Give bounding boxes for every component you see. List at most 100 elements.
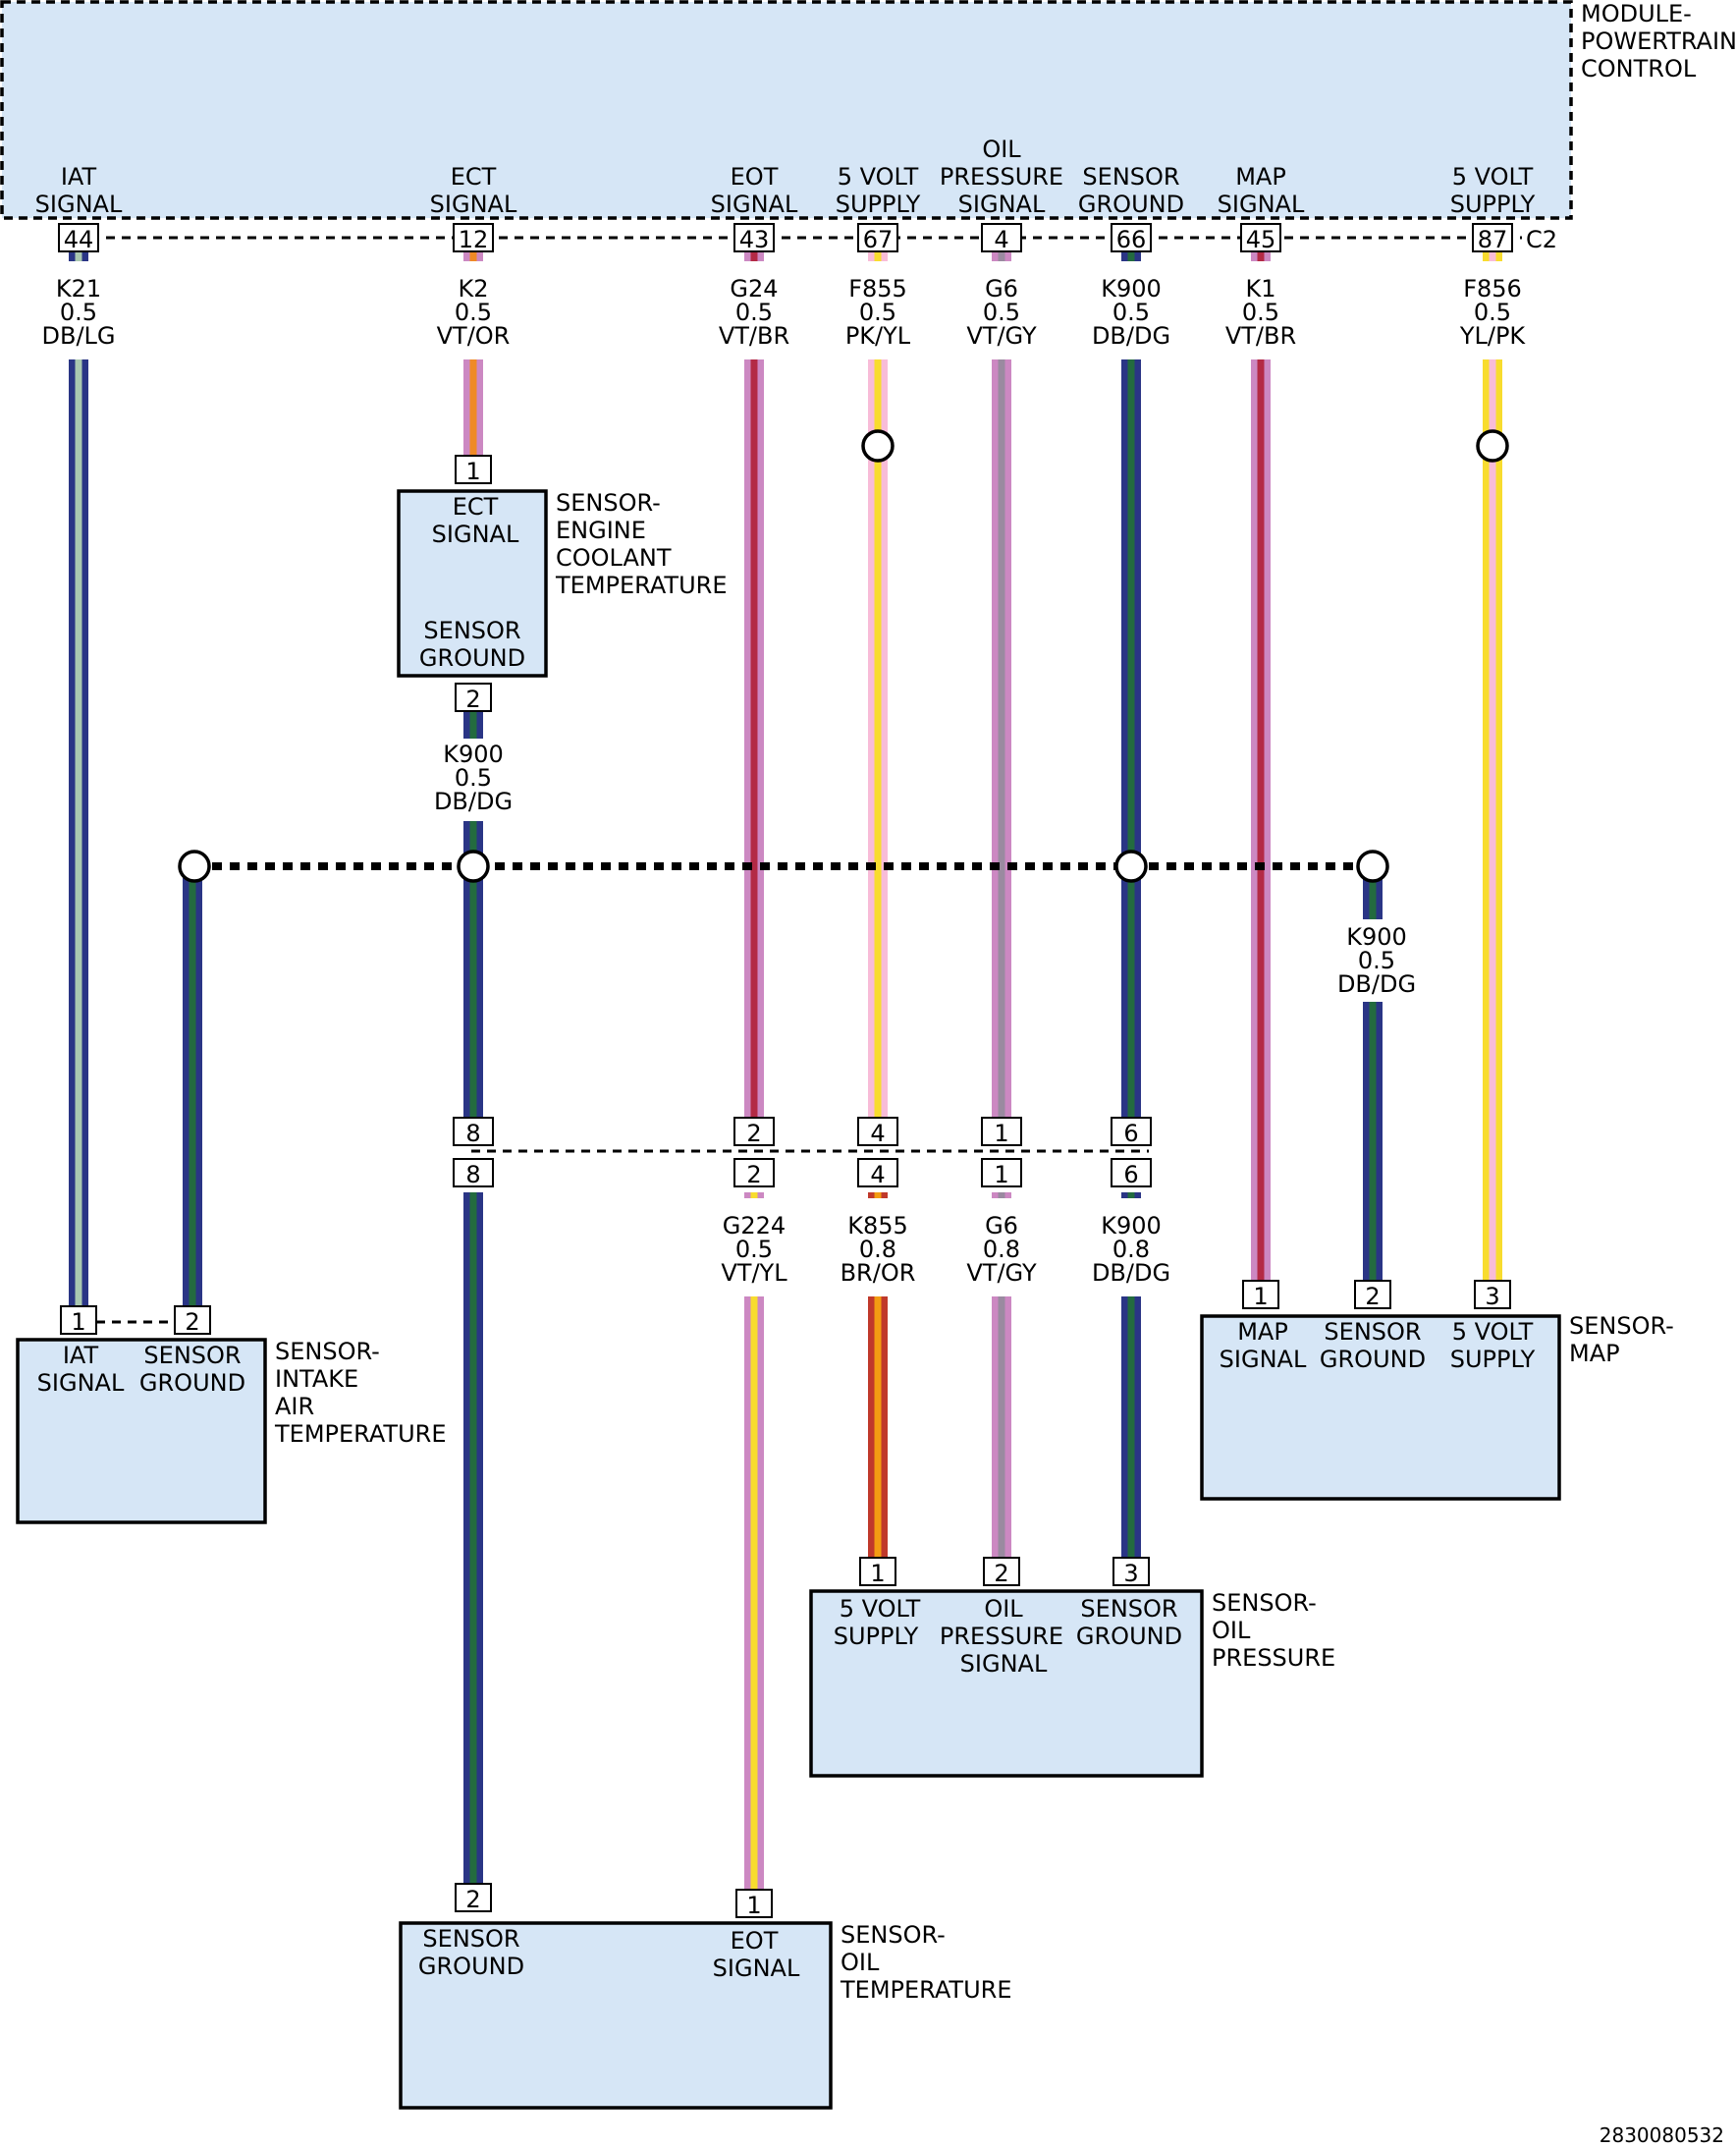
iat-terminal-signal: SIGNAL (37, 1369, 125, 1397)
map-sensor-name: MAP (1569, 1340, 1620, 1367)
pcm-pin-box (453, 223, 494, 252)
wire-color: DB/DG (434, 788, 513, 815)
label-gap (695, 1198, 813, 1296)
map-terminal-signal: SIGNAL (1220, 1346, 1307, 1373)
ect-sensor-name: ENGINE (556, 517, 646, 544)
diagram-id: 2830080532 (1600, 2123, 1724, 2147)
pcm-pin-number: 4 (994, 226, 1008, 253)
map-sensor[interactable]: 1 2 3 MAP SIGNAL SENSOR GROUND 5 VOLT SU… (1200, 1280, 1674, 1501)
iat-pin-2-box (174, 1305, 211, 1335)
oilp-pin-3-box (1112, 1557, 1150, 1586)
iat-terminal-signal: IAT (63, 1342, 99, 1369)
top-wire-labels: K210.5DB/LGK20.5VT/ORG240.5VT/BRF8550.5P… (42, 275, 1527, 350)
pcm-pin-number: 67 (863, 226, 894, 253)
ect-sensor-name: SENSOR- (556, 489, 661, 517)
inline-pin-box-upper (453, 1117, 494, 1146)
wire-circuit: G24 (730, 275, 778, 303)
label-gap (695, 261, 813, 359)
pcm-pin: 66 (1111, 223, 1152, 253)
pcm-pin-label: SUPPLY (1450, 191, 1536, 218)
pcm-pin-label: PRESSURE (940, 163, 1063, 191)
pcm-module[interactable]: MODULE- POWERTRAIN CONTROL IAT SIGNAL EC… (0, 0, 1736, 220)
oilp-terminal-supply: 5 VOLT (840, 1595, 921, 1623)
label-gap (414, 261, 532, 359)
lower-wire-labels: G2240.5VT/YLK8550.8BR/ORG60.8VT/GYK9000.… (721, 1212, 1170, 1287)
wire-color: VT/OR (437, 322, 511, 350)
label-gap (1314, 919, 1432, 1002)
ect-terminal-signal: SIGNAL (432, 521, 519, 548)
map-ground-wire-label: K900 0.5 DB/DG (1337, 923, 1416, 998)
iat-pin-1: 1 (71, 1308, 85, 1336)
label-gap (819, 1198, 937, 1296)
wire-circuit: K2 (458, 275, 488, 303)
oilp-pin-2: 2 (994, 1560, 1008, 1587)
wire-color: BR/OR (841, 1259, 916, 1287)
pcm-pin-label: EOT (731, 163, 779, 191)
splice (1356, 850, 1389, 883)
oilp-terminal-signal: SIGNAL (960, 1650, 1048, 1678)
label-gap (1434, 261, 1551, 359)
iat-sensor-name: TEMPERATURE (274, 1420, 447, 1448)
wire-size: 0.5 (60, 299, 97, 326)
splice (861, 429, 895, 463)
oilp-pin-2-box (983, 1557, 1020, 1586)
wire-size: 0.5 (1474, 299, 1511, 326)
inline-pin: 44 (857, 1117, 898, 1188)
pcm-pin-number: 66 (1116, 226, 1147, 253)
inline-pin-number: 4 (870, 1120, 885, 1147)
pcm-pin-number: 87 (1478, 226, 1508, 253)
wire-circuit: K900 (1101, 1212, 1162, 1239)
ect-sensor[interactable]: 1 ECT SIGNAL SENSOR GROUND 2 SENSOR- ENG… (397, 455, 728, 713)
inline-pin-number: 6 (1123, 1120, 1138, 1147)
label-gap (1072, 261, 1190, 359)
wire-size: 0.5 (735, 1236, 773, 1263)
map-pin-1-box (1242, 1280, 1279, 1309)
pcm-pin-box (1240, 223, 1281, 252)
inline-pin-number: 2 (746, 1161, 761, 1188)
ect-ground-wire-label: K900 0.5 DB/DG (434, 741, 513, 815)
pcm-pin: 87 (1472, 223, 1513, 253)
map-pin-2-box (1354, 1280, 1391, 1309)
pcm-pin-label: OIL (982, 136, 1021, 163)
splices (178, 429, 1509, 883)
oilp-sensor-name: OIL (1212, 1617, 1251, 1644)
wire-size: 0.8 (1112, 1236, 1150, 1263)
oil-pressure-sensor[interactable]: 1 2 3 5 VOLT SUPPLY OIL PRESSURE SIGNAL … (809, 1557, 1335, 1778)
wire-size: 0.8 (859, 1236, 896, 1263)
ect-sensor-name: COOLANT (556, 544, 672, 572)
label-gap (943, 261, 1060, 359)
wire-circuit: G6 (985, 275, 1018, 303)
splice (1114, 850, 1148, 883)
pcm-name-3: CONTROL (1581, 55, 1697, 83)
wire-circuit: G224 (723, 1212, 786, 1239)
wire-color: VT/BR (1225, 322, 1296, 350)
iat-pin-2: 2 (185, 1308, 199, 1336)
oil-temp-sensor[interactable]: 2 1 SENSOR GROUND EOT SIGNAL SENSOR- OIL… (399, 1883, 1012, 2110)
map-pin-3: 3 (1485, 1283, 1499, 1310)
wire-size: 0.5 (1112, 299, 1150, 326)
iat-sensor[interactable]: 1 2 IAT SIGNAL SENSOR GROUND SENSOR- INT… (16, 1305, 447, 1524)
ect-pin-2-box (455, 683, 492, 712)
pcm-pin-box (857, 223, 898, 252)
ect-pin-1: 1 (465, 458, 480, 485)
iat-sensor-name: INTAKE (275, 1365, 358, 1393)
label-gap (1072, 1198, 1190, 1296)
iat-terminal-ground: SENSOR (143, 1342, 241, 1369)
inline-pin: 22 (733, 1117, 775, 1188)
pcm-pin-label: 5 VOLT (838, 163, 919, 191)
c2-connector-label: C2 (1526, 226, 1557, 253)
map-pin-2: 2 (1365, 1283, 1380, 1310)
oilt-sensor-name: TEMPERATURE (840, 1976, 1012, 2004)
inline-pin-box-lower (1111, 1158, 1152, 1187)
pcm-pin-label: ECT (451, 163, 497, 191)
wire-color: PK/YL (845, 322, 911, 350)
wire-color: VT/BR (719, 322, 789, 350)
wire-circuit: K21 (56, 275, 101, 303)
oilt-terminal-ground: GROUND (418, 1953, 524, 1980)
oilp-terminal-signal: PRESSURE (940, 1623, 1063, 1650)
pcm-pin: 45 (1240, 223, 1281, 253)
ect-terminal-ground: GROUND (419, 644, 525, 672)
oilp-terminal-supply: SUPPLY (834, 1623, 919, 1650)
oilt-pin-1: 1 (746, 1892, 761, 1919)
